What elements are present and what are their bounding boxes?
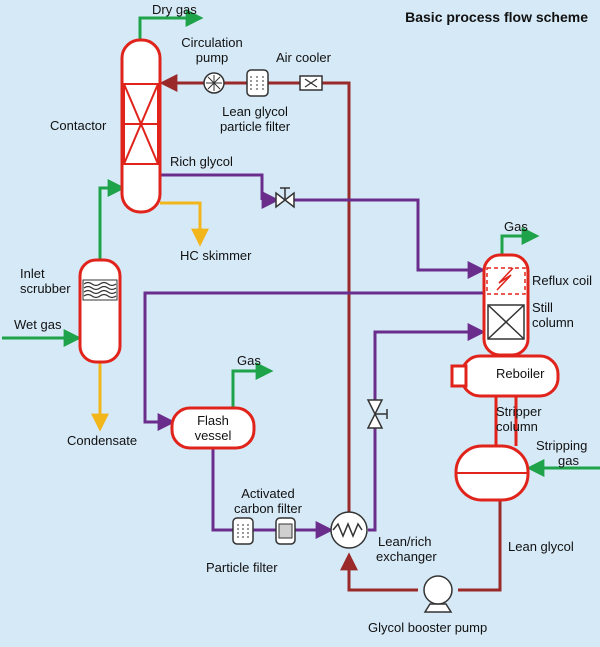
wet-gas-label: Wet gas [14,317,62,332]
particle-filter-icon [232,517,254,545]
flash-to-filters-line [211,446,233,532]
still-to-flash-line [143,291,484,431]
lean-rich-valve-icon [366,399,388,429]
lean-rich-exchanger-label-2: exchanger [376,549,437,564]
diagram-labels: Dry gas Circulation pump Air cooler Lean… [14,2,592,635]
contactor-label: Contactor [50,118,107,133]
valve-to-still-line [294,198,486,279]
reboiler-to-pump-line [458,500,502,592]
hydrocarbon-lines [91,201,209,432]
still-column-vessel [482,253,530,357]
lean-glycol-return-line [322,81,351,512]
gas-lines [2,9,600,477]
flash-vessel [170,406,256,450]
dry-gas-label: Dry gas [152,2,197,17]
particle-filter-label: Particle filter [206,560,278,575]
rich-glycol-lines [143,173,486,539]
still-gas-line [500,227,540,255]
reflux-coil-label: Reflux coil [532,273,592,288]
valve-to-still-lower-line [373,323,486,400]
exchanger-to-valve-line [368,428,377,532]
flash-gas-label: Gas [237,353,261,368]
stripper-column-vessel [454,444,530,502]
lean-rich-exchanger-label-1: Lean/rich [378,534,431,549]
hc-skimmer-line [160,201,209,247]
dry-gas-line [138,9,204,40]
flash-vessel-label-1: Flash [197,413,229,428]
glycol-booster-pump-icon [423,575,453,613]
rich-glycol-label: Rich glycol [170,154,233,169]
activated-carbon-label-1: Activated [241,486,294,501]
stripper-column-label-2: column [496,419,538,434]
circulation-pump-label-2: pump [196,50,229,65]
still-column-label-1: Still [532,300,553,315]
rich-glycol-line [160,173,264,200]
stripper-column-label-1: Stripper [496,404,542,419]
reboiler-vessel [450,354,560,446]
condensate-label: Condensate [67,433,137,448]
lean-glycol-lines [159,74,502,592]
glycol-booster-pump-label: Glycol booster pump [368,620,487,635]
stripping-gas-label-1: Stripping [536,438,587,453]
air-cooler-label: Air cooler [276,50,332,65]
reboiler-label: Reboiler [496,366,545,381]
hc-skimmer-label: HC skimmer [180,248,252,263]
inlet-scrubber-vessel [78,258,122,364]
lean-glycol-filter-label-2: particle filter [220,119,291,134]
diagram-title: Basic process flow scheme [405,9,588,25]
pump-to-exchanger-line [340,552,418,592]
activated-carbon-filter-icon [275,517,296,545]
inlet-scrubber-label-1: Inlet [20,266,45,281]
inlet-scrubber-label-2: scrubber [20,281,71,296]
lean-glycol-filter-label-1: Lean glycol [222,104,288,119]
flash-gas-line [231,362,274,408]
still-column-label-2: column [532,315,574,330]
air-cooler-icon [299,75,323,91]
lean-glycol-label: Lean glycol [508,539,574,554]
lean-rich-exchanger-icon [330,511,368,549]
flash-vessel-label-2: vessel [195,428,232,443]
contactor-vessel [120,38,162,214]
lean-glycol-filter-icon [246,69,269,97]
rich-glycol-valve-icon [275,187,295,209]
stripping-gas-label-2: gas [558,453,579,468]
circulation-pump-label-1: Circulation [181,35,242,50]
activated-carbon-label-2: carbon filter [234,501,303,516]
circulation-pump-icon [203,72,225,94]
still-gas-label: Gas [504,219,528,234]
scrubber-to-contactor-line [98,179,126,260]
